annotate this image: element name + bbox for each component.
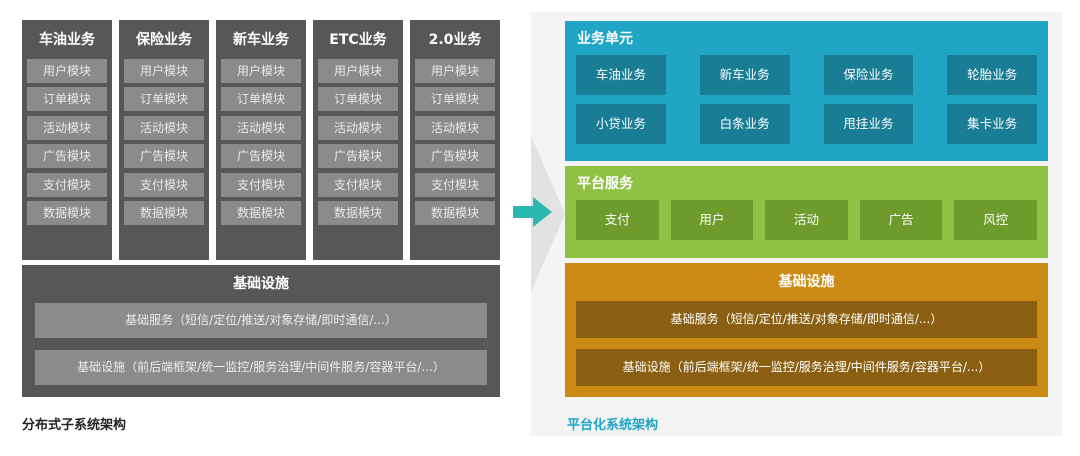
platform-service-ad: 广告 [859, 200, 943, 240]
module-user: 用户模块 [221, 58, 301, 83]
business-unit-item: 集卡业务 [947, 104, 1037, 144]
business-unit-item: 小贷业务 [576, 104, 666, 144]
left-infrastructure-row: 基础设施（前后端框架/统一监控/服务治理/中间件服务/容器平台/...） [35, 350, 487, 385]
module-data: 数据模块 [318, 201, 398, 225]
business-unit-item: 轮胎业务 [947, 55, 1037, 95]
left-column-2: 新车业务 用户模块 订单模块 活动模块 广告模块 支付模块 数据模块 [216, 20, 306, 260]
business-units-title: 业务单元 [577, 31, 633, 47]
module-user: 用户模块 [27, 58, 107, 83]
platform-services-row: 支付 用户 活动 广告 风控 [576, 200, 1037, 240]
platform-service-activity: 活动 [765, 200, 848, 240]
module-user: 用户模块 [415, 58, 495, 83]
module-user: 用户模块 [124, 58, 204, 83]
left-column-title: 保险业务 [136, 32, 192, 48]
module-payment: 支付模块 [415, 172, 495, 197]
platform-service-user: 用户 [670, 200, 754, 240]
platform-service-payment: 支付 [576, 200, 659, 240]
module-data: 数据模块 [124, 201, 204, 225]
business-units-block: 业务单元 车油业务 新车业务 保险业务 轮胎业务 小贷业务 白条业务 甩挂业务 … [565, 21, 1048, 161]
module-payment: 支付模块 [124, 172, 204, 197]
left-column-title: 新车业务 [233, 32, 289, 48]
business-unit-item: 甩挂业务 [823, 104, 914, 144]
module-activity: 活动模块 [27, 115, 107, 140]
platform-services-title: 平台服务 [577, 176, 633, 192]
business-unit-item: 保险业务 [823, 55, 914, 95]
left-infrastructure-title: 基础设施 [233, 276, 289, 292]
right-infrastructure-title: 基础设施 [778, 274, 835, 290]
module-activity: 活动模块 [124, 115, 204, 140]
left-diagram-caption: 分布式子系统架构 [22, 418, 127, 433]
left-column-4: 2.0业务 用户模块 订单模块 活动模块 广告模块 支付模块 数据模块 [410, 20, 500, 260]
left-column-title: 2.0业务 [428, 32, 482, 48]
left-business-columns: 车油业务 用户模块 订单模块 活动模块 广告模块 支付模块 数据模块 保险业务 … [22, 20, 500, 260]
module-data: 数据模块 [27, 201, 107, 225]
business-unit-item: 车油业务 [576, 55, 666, 95]
right-infrastructure-row: 基础设施（前后端框架/统一监控/服务治理/中间件服务/容器平台/...） [576, 349, 1037, 386]
module-order: 订单模块 [124, 87, 204, 111]
module-ad: 广告模块 [415, 144, 495, 168]
module-data: 数据模块 [415, 201, 495, 225]
left-column-1: 保险业务 用户模块 订单模块 活动模块 广告模块 支付模块 数据模块 [119, 20, 209, 260]
module-activity: 活动模块 [415, 115, 495, 140]
module-user: 用户模块 [318, 58, 398, 83]
business-units-grid: 车油业务 新车业务 保险业务 轮胎业务 小贷业务 白条业务 甩挂业务 集卡业务 [576, 55, 1037, 144]
module-data: 数据模块 [221, 201, 301, 225]
left-column-title: 车油业务 [39, 32, 95, 48]
module-ad: 广告模块 [318, 144, 398, 168]
module-ad: 广告模块 [124, 144, 204, 168]
left-infrastructure-block: 基础设施 基础服务（短信/定位/推送/对象存储/即时通信/...） 基础设施（前… [22, 265, 500, 397]
module-payment: 支付模块 [221, 172, 301, 197]
business-unit-item: 白条业务 [699, 104, 790, 144]
module-activity: 活动模块 [318, 115, 398, 140]
right-infrastructure-block: 基础设施 基础服务（短信/定位/推送/对象存储/即时通信/...） 基础设施（前… [565, 263, 1048, 397]
left-column-0: 车油业务 用户模块 订单模块 活动模块 广告模块 支付模块 数据模块 [22, 20, 112, 260]
module-order: 订单模块 [318, 87, 398, 111]
module-ad: 广告模块 [221, 144, 301, 168]
module-order: 订单模块 [221, 87, 301, 111]
left-basic-services-row: 基础服务（短信/定位/推送/对象存储/即时通信/...） [35, 303, 487, 338]
right-basic-services-row: 基础服务（短信/定位/推送/对象存储/即时通信/...） [576, 301, 1037, 338]
module-order: 订单模块 [415, 87, 495, 111]
left-column-title: ETC业务 [329, 32, 387, 48]
module-ad: 广告模块 [27, 144, 107, 168]
module-payment: 支付模块 [27, 172, 107, 197]
arrow-right-icon [513, 196, 553, 232]
right-diagram-caption: 平台化系统架构 [567, 418, 659, 433]
module-activity: 活动模块 [221, 115, 301, 140]
business-unit-item: 新车业务 [699, 55, 790, 95]
left-column-3: ETC业务 用户模块 订单模块 活动模块 广告模块 支付模块 数据模块 [313, 20, 403, 260]
platform-services-block: 平台服务 支付 用户 活动 广告 风控 [565, 166, 1048, 258]
module-order: 订单模块 [27, 87, 107, 111]
platform-service-risk-control: 风控 [954, 200, 1037, 240]
module-payment: 支付模块 [318, 172, 398, 197]
